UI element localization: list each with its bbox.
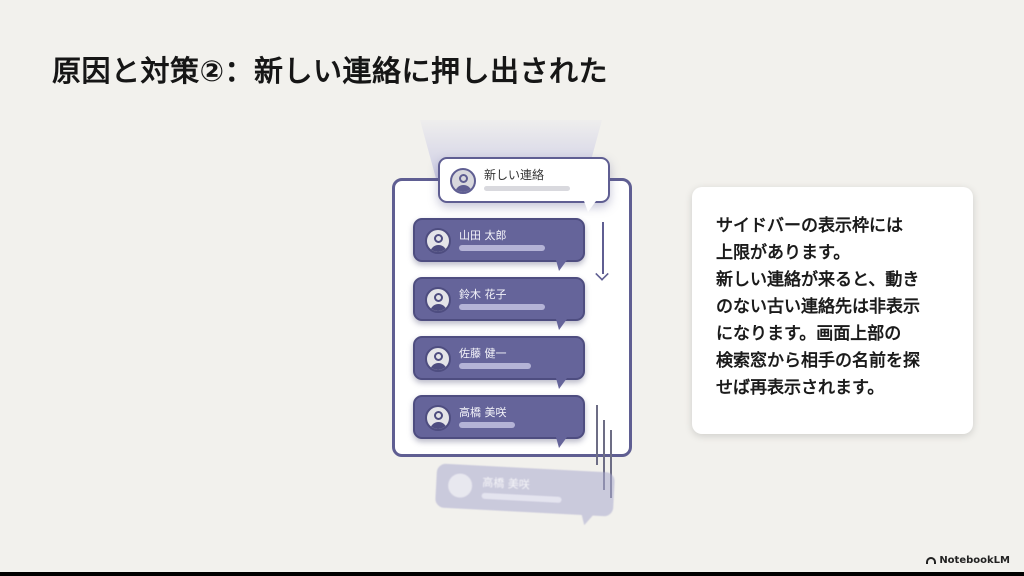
new-contact-card: 新しい連絡 — [438, 157, 610, 212]
contact-card: 鈴木 花子 — [413, 277, 585, 330]
motion-line — [596, 405, 598, 465]
avatar-icon — [425, 346, 451, 372]
placeholder-bar — [459, 422, 515, 428]
avatar-icon — [447, 472, 473, 499]
pushed-out-contact-card: 高橋 美咲 — [434, 463, 616, 517]
placeholder-bar — [459, 245, 545, 251]
contact-card: 山田 太郎 — [413, 218, 585, 271]
contact-name: 鈴木 花子 — [459, 288, 507, 301]
placeholder-bar — [484, 186, 570, 191]
contact-card: 佐藤 健一 — [413, 336, 585, 389]
motion-line — [603, 420, 605, 490]
brand-name: NotebookLM — [939, 555, 1010, 566]
arrow-down-icon — [602, 222, 604, 274]
brand-watermark: NotebookLM — [926, 555, 1010, 566]
explanation-text: サイドバーの表示枠には 上限があります。 新しい連絡が来ると、動き のない古い連… — [716, 216, 920, 398]
new-contact-label: 新しい連絡 — [484, 168, 545, 182]
explanation-card: サイドバーの表示枠には 上限があります。 新しい連絡が来ると、動き のない古い連… — [692, 187, 973, 434]
contact-card: 高橋 美咲 — [413, 395, 585, 448]
notebooklm-logo-icon — [926, 557, 937, 564]
avatar-icon — [425, 287, 451, 313]
contact-name: 高橋 美咲 — [459, 406, 507, 419]
contact-name: 高橋 美咲 — [482, 475, 531, 492]
avatar-icon — [450, 168, 476, 194]
placeholder-bar — [459, 304, 545, 310]
motion-line — [610, 430, 612, 498]
contact-name: 佐藤 健一 — [459, 347, 507, 360]
avatar-icon — [425, 228, 451, 254]
contact-name: 山田 太郎 — [459, 229, 507, 242]
placeholder-bar — [481, 492, 562, 503]
placeholder-bar — [459, 363, 531, 369]
slide-title: 原因と対策②：新しい連絡に押し出された — [52, 54, 609, 88]
avatar-icon — [425, 405, 451, 431]
